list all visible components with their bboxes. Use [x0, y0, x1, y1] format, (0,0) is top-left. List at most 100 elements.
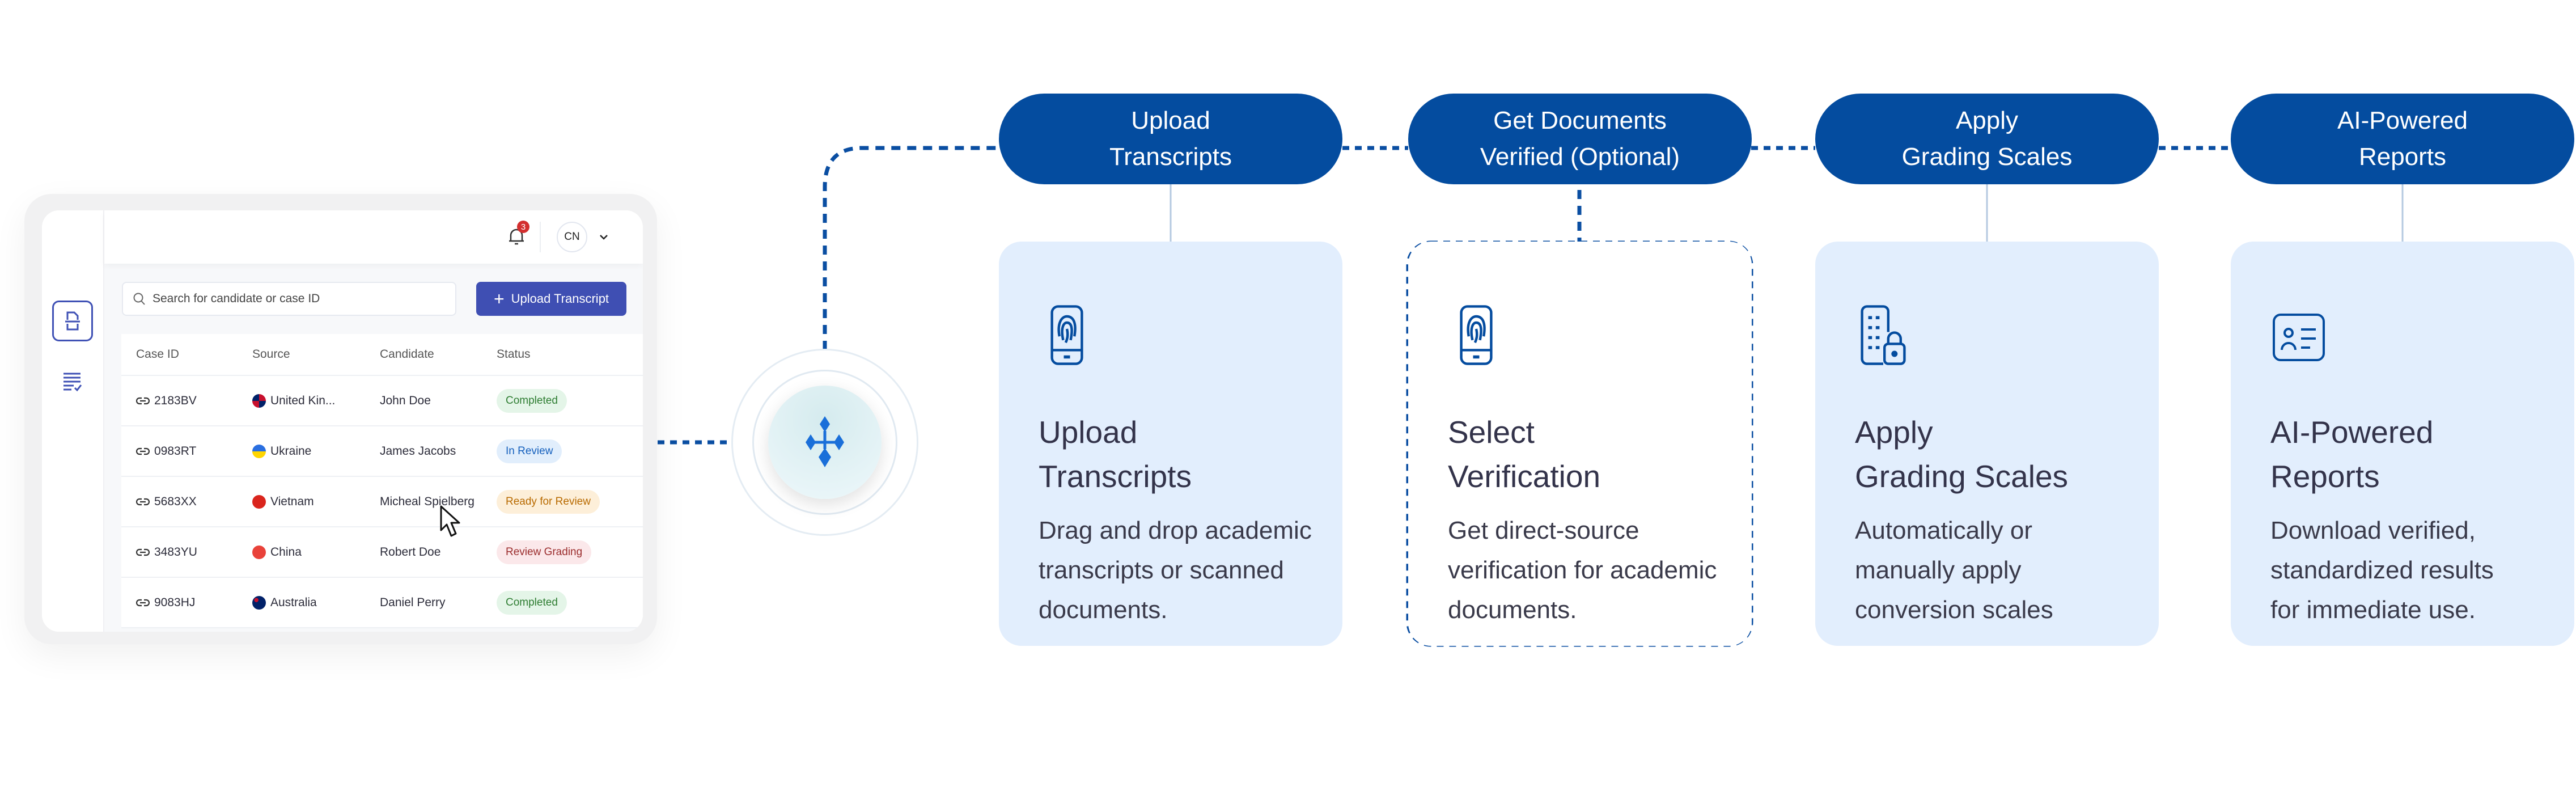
card-title-line: Grading Scales — [1855, 459, 2069, 494]
sidebar-item-documents[interactable] — [52, 301, 93, 341]
pill-text: Get Documents — [1493, 107, 1667, 134]
cases-table: Case ID Source Candidate Status 2183BV U… — [121, 334, 643, 628]
source-country: Ukraine — [270, 444, 312, 458]
table-row[interactable]: 5683XX Vietnam Micheal Spielberg Ready f… — [121, 477, 643, 527]
link-icon — [136, 397, 150, 404]
card-title-line: Transcripts — [1039, 459, 1192, 494]
pill-text: Verified (Optional) — [1480, 143, 1680, 171]
card-title-line: Upload — [1039, 415, 1138, 450]
status-badge: Ready for Review — [497, 489, 600, 514]
link-icon — [136, 548, 150, 556]
table-header: Case ID Source Candidate Status — [121, 334, 643, 376]
source-country: Australia — [270, 595, 317, 609]
pill-text: Transcripts — [1109, 143, 1232, 171]
card-title-line: Select — [1448, 415, 1535, 450]
card-title-line: AI-Powered — [2270, 415, 2434, 450]
column-candidate[interactable]: Candidate — [380, 348, 434, 361]
source-cell: Australia — [252, 595, 380, 610]
card-description-line: documents. — [1039, 596, 1168, 624]
app-window: 3 CN + Upload Transcript Case ID Source … — [42, 210, 643, 632]
search-field[interactable] — [122, 282, 456, 316]
table-row[interactable]: 3483YU China Robert Doe Review Grading — [121, 527, 643, 578]
card-description-line: Drag and drop academic — [1039, 517, 1312, 544]
fingerprint-phone-icon — [1039, 304, 1342, 369]
connector-hub-step1 — [823, 146, 999, 350]
pill-text: Reports — [2358, 143, 2447, 171]
case-id-cell: 0983RT — [121, 445, 252, 458]
australia-flag-icon — [252, 595, 266, 610]
checklist-icon[interactable] — [61, 370, 84, 393]
card-description-line: manually apply — [1855, 556, 2022, 584]
table-row[interactable]: 2183BV United Kin... John Doe Completed — [121, 376, 643, 426]
pill-text: Apply — [1955, 107, 2019, 134]
card-description: Automatically or manually apply conversion… — [1855, 511, 2159, 630]
avatar[interactable]: CN — [557, 222, 587, 252]
document-lock-icon — [1855, 304, 2159, 369]
case-id-cell: 2183BV — [121, 394, 252, 408]
card-title-line: Apply — [1855, 415, 1933, 450]
card-description-line: conversion scales — [1855, 596, 2053, 624]
table-row[interactable]: 9083HJ Australia Daniel Perry Completed — [121, 578, 643, 628]
source-cell: Ukraine — [252, 444, 380, 458]
card-description-line: transcripts or scanned — [1039, 556, 1284, 584]
status-badge: Review Grading — [497, 540, 592, 564]
link-icon — [136, 498, 150, 505]
upload-transcript-label: Upload Transcript — [511, 291, 609, 306]
case-id[interactable]: 3483YU — [154, 545, 197, 559]
notifications-button[interactable]: 3 — [508, 221, 531, 249]
bell-icon — [509, 229, 524, 245]
card-description-line: standardized results — [2270, 556, 2494, 584]
search-input[interactable] — [151, 291, 448, 306]
card-title-line: Reports — [2270, 459, 2380, 494]
vietnam-flag-icon — [252, 494, 266, 509]
source-country: Vietnam — [270, 494, 314, 508]
candidate-name: John Doe — [380, 394, 431, 407]
case-id[interactable]: 0983RT — [154, 444, 197, 458]
fingerprint-phone-icon — [1448, 304, 1752, 369]
mouse-cursor-icon — [440, 505, 460, 537]
card-description-line: Download verified, — [2270, 517, 2476, 544]
chevron-down-icon[interactable] — [599, 233, 609, 241]
card-title-line: Verification — [1448, 459, 1601, 494]
case-id[interactable]: 9083HJ — [154, 595, 196, 609]
profile-card-icon — [2270, 304, 2574, 369]
pill-text: AI-Powered — [2337, 107, 2468, 134]
column-source[interactable]: Source — [252, 348, 290, 361]
case-id[interactable]: 5683XX — [154, 494, 197, 508]
document-icon — [65, 311, 80, 331]
card-description-line: Get direct-source — [1448, 517, 1639, 544]
china-flag-icon — [252, 545, 266, 559]
link-icon — [136, 447, 150, 455]
card-description-line: documents. — [1448, 596, 1577, 624]
pill-text: Upload — [1131, 107, 1210, 134]
card-description-line: for immediate use. — [2270, 596, 2476, 624]
source-cell: United Kin... — [252, 394, 380, 408]
column-case-id[interactable]: Case ID — [136, 348, 179, 361]
case-id[interactable]: 2183BV — [154, 394, 197, 407]
notification-badge: 3 — [517, 221, 529, 233]
card-description: Get direct-source verification for academ… — [1448, 511, 1752, 630]
card-description-line: Automatically or — [1855, 517, 2033, 544]
uk-flag-icon — [252, 394, 266, 408]
source-cell: Vietnam — [252, 494, 380, 509]
workflow-logo-icon — [806, 416, 844, 467]
source-country: United Kin... — [270, 394, 336, 407]
card-description-line: verification for academic — [1448, 556, 1717, 584]
upload-transcript-button[interactable]: + Upload Transcript — [476, 282, 626, 316]
column-status[interactable]: Status — [497, 348, 531, 361]
candidate-name: Daniel Perry — [380, 595, 446, 609]
header-divider — [540, 222, 541, 252]
table-row[interactable]: 0983RT Ukraine James Jacobs In Review — [121, 426, 643, 477]
search-icon — [133, 293, 145, 305]
